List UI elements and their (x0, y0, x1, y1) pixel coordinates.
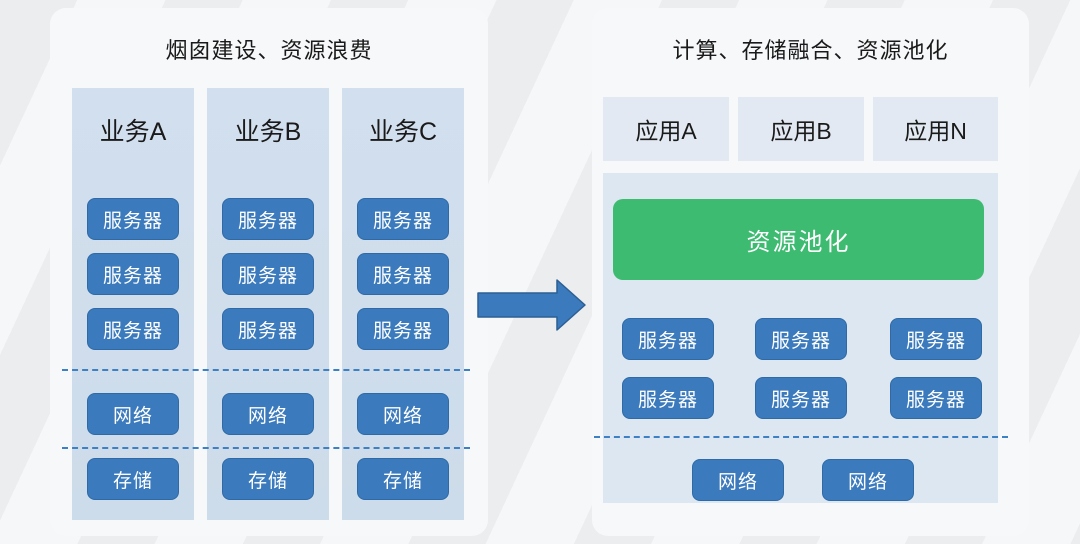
business-silo-a: 业务A 服务器 服务器 服务器 网络 存储 (72, 88, 194, 520)
server-box: 服务器 (357, 253, 449, 295)
right-arrow-icon (477, 279, 586, 331)
storage-box: 存储 (222, 458, 314, 500)
resource-pool-container: 资源池化 服务器 服务器 服务器 服务器 服务器 服务器 网络 网络 (603, 173, 998, 503)
server-box: 服务器 (622, 377, 714, 419)
app-box-a: 应用A (603, 97, 729, 161)
business-silo-c: 业务C 服务器 服务器 服务器 网络 存储 (342, 88, 464, 520)
server-box: 服务器 (87, 308, 179, 350)
storage-box: 存储 (87, 458, 179, 500)
left-panel-title: 烟囱建设、资源浪费 (165, 38, 373, 63)
server-box: 服务器 (87, 198, 179, 240)
network-storage-divider-line (62, 447, 470, 449)
server-box: 服务器 (622, 318, 714, 360)
network-box: 网络 (357, 393, 449, 435)
business-silo-b: 业务B 服务器 服务器 服务器 网络 存储 (207, 88, 329, 520)
network-box: 网络 (222, 393, 314, 435)
compute-network-divider-line (594, 436, 1008, 438)
right-panel-title: 计算、存储融合、资源池化 (672, 38, 949, 63)
server-box: 服务器 (222, 198, 314, 240)
server-box: 服务器 (357, 308, 449, 350)
server-box: 服务器 (755, 318, 847, 360)
server-box: 服务器 (755, 377, 847, 419)
server-box: 服务器 (890, 318, 982, 360)
business-label: 业务C (368, 118, 438, 146)
network-box: 网络 (822, 459, 914, 501)
app-box-n: 应用N (873, 97, 998, 161)
server-box: 服务器 (357, 198, 449, 240)
server-box: 服务器 (222, 253, 314, 295)
network-box: 网络 (692, 459, 784, 501)
business-label: 业务B (234, 118, 302, 146)
server-box: 服务器 (222, 308, 314, 350)
silo-architecture-panel: 烟囱建设、资源浪费 业务A 服务器 服务器 服务器 网络 存储 业务B 服务器 … (50, 8, 488, 536)
network-box: 网络 (87, 393, 179, 435)
app-box-b: 应用B (738, 97, 864, 161)
resource-pool-box: 资源池化 (613, 199, 984, 280)
server-box: 服务器 (890, 377, 982, 419)
pooled-architecture-panel: 计算、存储融合、资源池化 应用A 应用B 应用N 资源池化 服务器 服务器 服务… (592, 8, 1029, 536)
storage-box: 存储 (357, 458, 449, 500)
server-box: 服务器 (87, 253, 179, 295)
business-label: 业务A (99, 118, 167, 146)
server-network-divider-line (62, 369, 470, 371)
